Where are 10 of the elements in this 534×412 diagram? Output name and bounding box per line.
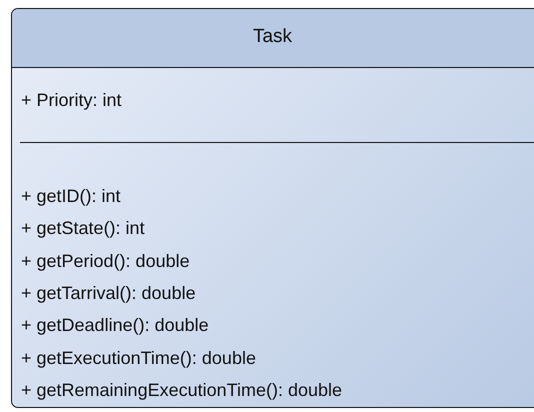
method-text: + getExecutionTime(): double: [21, 346, 256, 368]
method-text: + getID(): int: [21, 185, 121, 207]
method-text: + getTarrival(): double: [21, 282, 196, 304]
method-text: + getPeriod(): double: [21, 250, 190, 272]
attribute-text: + Priority: int: [21, 89, 122, 111]
class-name: Task: [252, 26, 294, 48]
method-text: + getRemainingExecutionTime(): double: [21, 378, 342, 401]
method-text: + getState(): int: [21, 217, 145, 240]
method-text: + getDeadline(): double: [21, 314, 209, 336]
class-box: [11, 8, 534, 408]
